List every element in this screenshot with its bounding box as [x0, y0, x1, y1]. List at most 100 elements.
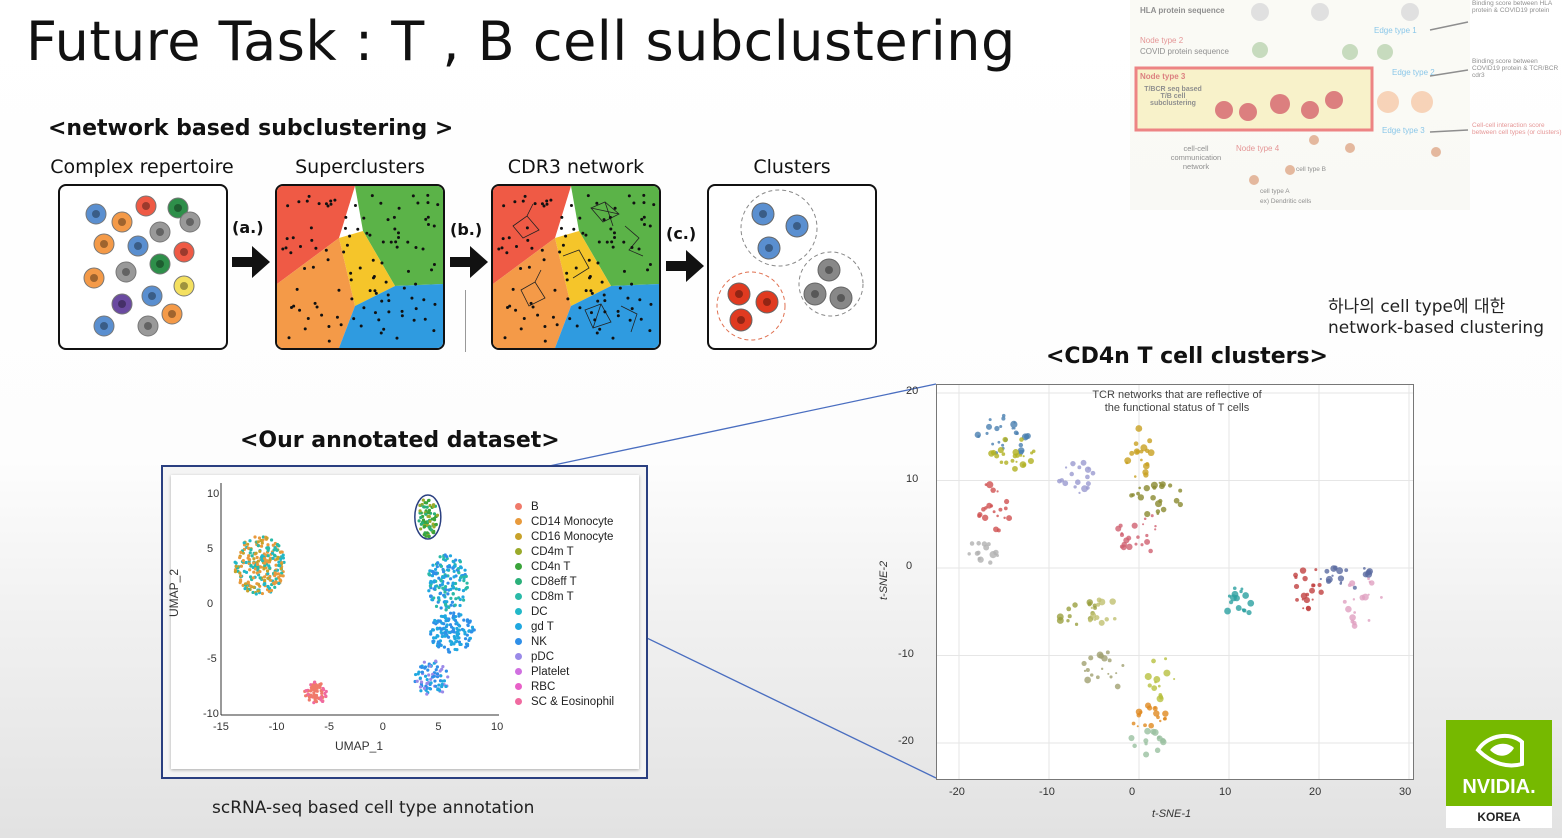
umap-x-tick: 0: [379, 721, 386, 733]
legend-label: DC: [531, 605, 548, 618]
umap-x-tick: 5: [435, 721, 442, 733]
legend-label: CD8eff T: [531, 575, 577, 588]
umap-x-tick: 10: [491, 721, 504, 733]
legend-item: CD4n T: [515, 559, 614, 574]
overlay-dendritic: ex) Dendritic cells: [1260, 198, 1312, 205]
legend-label: CD8m T: [531, 590, 574, 603]
legend-item: RBC: [515, 679, 614, 694]
tsne-y-tick: 20: [906, 385, 919, 397]
network-overlay-diagram: HLA protein sequence Node type 2 COVID p…: [1130, 0, 1562, 210]
nvidia-logo: NVIDIA. KOREA: [1446, 720, 1552, 828]
nvidia-eye-icon: [1475, 733, 1524, 768]
step-c-label: (c.): [666, 224, 697, 243]
legend-label: Platelet: [531, 665, 570, 678]
legend-swatch: [515, 503, 522, 510]
umap-xlabel: UMAP_1: [335, 739, 384, 753]
cdr3-network-regions: [493, 186, 659, 348]
tsne-x-tick: 0: [1129, 786, 1136, 798]
legend-label: B: [531, 500, 539, 513]
overlay-node4: Node type 4: [1236, 144, 1280, 153]
tsne-y-tick: 0: [906, 560, 913, 572]
dataset-caption: scRNA-seq based cell type annotation: [212, 798, 535, 818]
umap-selection-ellipse: [414, 494, 442, 540]
legend-swatch: [515, 683, 522, 690]
tsne-y-tick: 10: [906, 472, 919, 485]
legend-label: gd T: [531, 620, 554, 633]
cd4n-heading: <CD4n T cell clusters>: [1046, 344, 1328, 369]
panel-label-complex: Complex repertoire: [50, 156, 234, 178]
overlay-edge3: Edge type 3: [1382, 126, 1425, 135]
umap-y-tick: -10: [203, 708, 219, 720]
superclusters-regions: [277, 186, 443, 348]
legend-label: CD4n T: [531, 560, 571, 573]
legend-label: CD16 Monocyte: [531, 530, 614, 543]
legend-swatch: [515, 623, 522, 630]
legend-item: DC: [515, 604, 614, 619]
arrow-a-icon: [232, 246, 270, 278]
superclusters-panel: [275, 184, 445, 350]
umap-x-tick: -15: [213, 721, 229, 733]
legend-item: CD14 Monocyte: [515, 514, 614, 529]
umap-ylabel: UMAP_2: [167, 568, 181, 617]
legend-item: B: [515, 499, 614, 514]
nvidia-region: KOREA: [1446, 806, 1552, 828]
legend-swatch: [515, 518, 522, 525]
tsne-xlabel: t-SNE-1: [1152, 808, 1192, 820]
dataset-heading: <Our annotated dataset>: [240, 428, 560, 453]
overlay-note1: Binding score between HLA protein & COVI…: [1472, 0, 1552, 14]
clusters-groups: [716, 189, 864, 341]
slide-title: Future Task : T , B cell subclustering: [26, 10, 1016, 73]
umap-scatter: [220, 483, 499, 716]
overlay-node3: Node type 3: [1140, 72, 1186, 81]
overlay-graphics: [1130, 0, 1470, 210]
legend-item: Platelet: [515, 664, 614, 679]
overlay-node3-desc: T/BCR seq based T/B cell subclustering: [1144, 86, 1202, 107]
overlay-note2: Binding score between COVID19 protein & …: [1472, 58, 1559, 79]
legend-swatch: [515, 593, 522, 600]
umap-x-tick: -10: [268, 721, 285, 733]
legend-item: CD4m T: [515, 544, 614, 559]
legend-item: CD16 Monocyte: [515, 529, 614, 544]
legend-item: SC & Eosinophil: [515, 694, 614, 709]
tsne-x-tick: -20: [949, 786, 965, 798]
umap-y-tick: 10: [207, 488, 220, 500]
legend-swatch: [515, 608, 522, 615]
legend-swatch: [515, 638, 522, 645]
panel-label-cdr3: CDR3 network: [507, 156, 645, 178]
legend-swatch: [515, 578, 522, 585]
cdr3-network-panel: [491, 184, 661, 350]
legend-item: NK: [515, 634, 614, 649]
umap-y-tick: 0: [207, 598, 214, 610]
tsne-y-tick: -10: [898, 647, 914, 660]
overlay-hla-label: HLA protein sequence: [1140, 6, 1225, 15]
overlay-cellcell: cell-cell communication network: [1170, 144, 1222, 171]
tsne-x-tick: 10: [1219, 786, 1232, 798]
tsne-note-line2: the functional status of T cells: [1104, 402, 1250, 414]
overlay-covid: COVID protein sequence: [1140, 47, 1229, 56]
legend-label: CD4m T: [531, 545, 574, 558]
panel-label-superclusters: Superclusters: [295, 156, 425, 178]
legend-label: NK: [531, 635, 547, 648]
legend-item: gd T: [515, 619, 614, 634]
complex-repertoire-panel: [58, 184, 228, 350]
legend-swatch: [515, 653, 522, 660]
legend-label: SC & Eosinophil: [531, 695, 615, 708]
tsne-note-line1: TCR networks that are reflective of: [1092, 389, 1262, 401]
umap-y-tick: -5: [207, 653, 217, 665]
overlay-node2: Node type 2: [1140, 36, 1184, 45]
network-heading: <network based subclustering >: [48, 116, 454, 141]
overlay-edge2: Edge type 2: [1392, 68, 1435, 77]
overlay-edge1: Edge type 1: [1374, 26, 1417, 35]
tsne-x-tick: 20: [1309, 786, 1322, 798]
umap-y-tick: 5: [207, 543, 214, 555]
panel-label-clusters: Clusters: [753, 156, 831, 178]
tsne-y-tick: -20: [898, 735, 914, 747]
tsne-x-tick: -10: [1039, 786, 1055, 798]
tsne-x-tick: 30: [1399, 786, 1412, 798]
legend-swatch: [515, 668, 522, 675]
tsne-scatter: [937, 385, 1413, 779]
tsne-plot: TCR networks that are reflective of the …: [936, 384, 1414, 780]
clusters-panel: [707, 184, 877, 350]
legend-label: RBC: [531, 680, 556, 693]
